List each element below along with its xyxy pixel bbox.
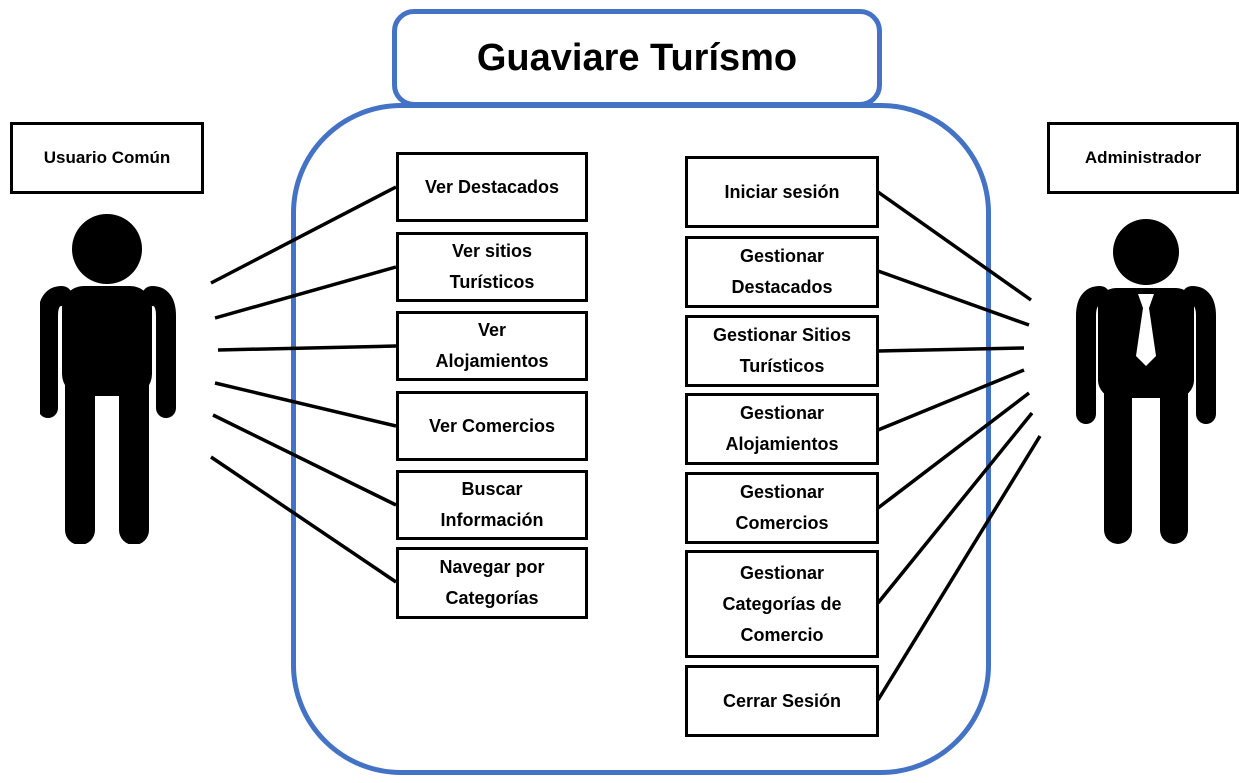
assoc-admin-cerrar: [876, 435, 1042, 701]
use-case-label: Buscar Información: [440, 479, 544, 530]
use-case-label: Gestionar Sitios Turísticos: [712, 325, 852, 376]
use-case-gestionar-categorias-de-comercio: Gestionar Categorías de Comercio: [685, 550, 879, 658]
use-case-navegar-por-categorias: Navegar por Categorías: [396, 547, 588, 619]
admin-actor-icon: [1076, 219, 1216, 544]
user-actor-icon: [40, 214, 176, 544]
use-case-ver-alojamientos: Ver Alojamientos: [396, 311, 588, 381]
use-case-cerrar-sesion: Cerrar Sesión: [685, 665, 879, 737]
assoc-user-buscar: [212, 413, 397, 507]
assoc-user-ver-sitios: [214, 265, 397, 320]
system-title-box: Guaviare Turísmo: [392, 9, 882, 107]
use-case-label: Iniciar sesión: [724, 181, 840, 202]
use-case-gestionar-sitios-turisticos: Gestionar Sitios Turísticos: [685, 315, 879, 387]
actor-label-administrador: Administrador: [1047, 122, 1239, 194]
use-case-gestionar-comercios: Gestionar Comercios: [685, 472, 879, 544]
assoc-user-ver-destacados: [210, 185, 397, 285]
actor-label-usuario: Usuario Común: [10, 122, 204, 194]
use-case-label: Ver Comercios: [428, 415, 556, 436]
assoc-admin-comercios: [876, 391, 1031, 510]
use-case-label: Gestionar Alojamientos: [725, 403, 839, 454]
use-case-label: Gestionar Destacados: [731, 246, 833, 297]
assoc-admin-iniciar: [876, 190, 1033, 302]
use-case-iniciar-sesion: Iniciar sesión: [685, 156, 879, 228]
use-case-label: Ver Destacados: [424, 176, 560, 197]
use-case-label: Gestionar Categorías de Comercio: [722, 562, 842, 645]
use-case-gestionar-destacados: Gestionar Destacados: [685, 236, 879, 308]
actor-name: Administrador: [1084, 148, 1202, 167]
use-case-ver-sitios-turisticos: Ver sitios Turísticos: [396, 232, 588, 302]
actor-name: Usuario Común: [43, 148, 171, 167]
assoc-admin-sitios: [877, 346, 1025, 353]
use-case-buscar-informacion: Buscar Información: [396, 470, 588, 540]
use-case-label: Ver sitios Turísticos: [449, 241, 535, 292]
use-case-ver-destacados: Ver Destacados: [396, 152, 588, 222]
assoc-user-ver-alojamientos: [217, 344, 397, 352]
use-case-ver-comercios: Ver Comercios: [396, 391, 588, 461]
system-title: Guaviare Turísmo: [476, 36, 798, 79]
use-case-label: Cerrar Sesión: [722, 690, 842, 711]
use-case-gestionar-alojamientos: Gestionar Alojamientos: [685, 393, 879, 465]
use-case-label: Navegar por Categorías: [439, 557, 545, 608]
assoc-admin-categorias: [876, 411, 1034, 605]
assoc-user-navegar: [210, 455, 397, 584]
assoc-admin-destacados: [877, 269, 1030, 327]
use-case-label: Ver Alojamientos: [435, 320, 549, 371]
use-case-label: Gestionar Comercios: [735, 482, 829, 533]
assoc-admin-alojamientos: [877, 368, 1025, 432]
assoc-user-ver-comercios: [214, 381, 397, 428]
